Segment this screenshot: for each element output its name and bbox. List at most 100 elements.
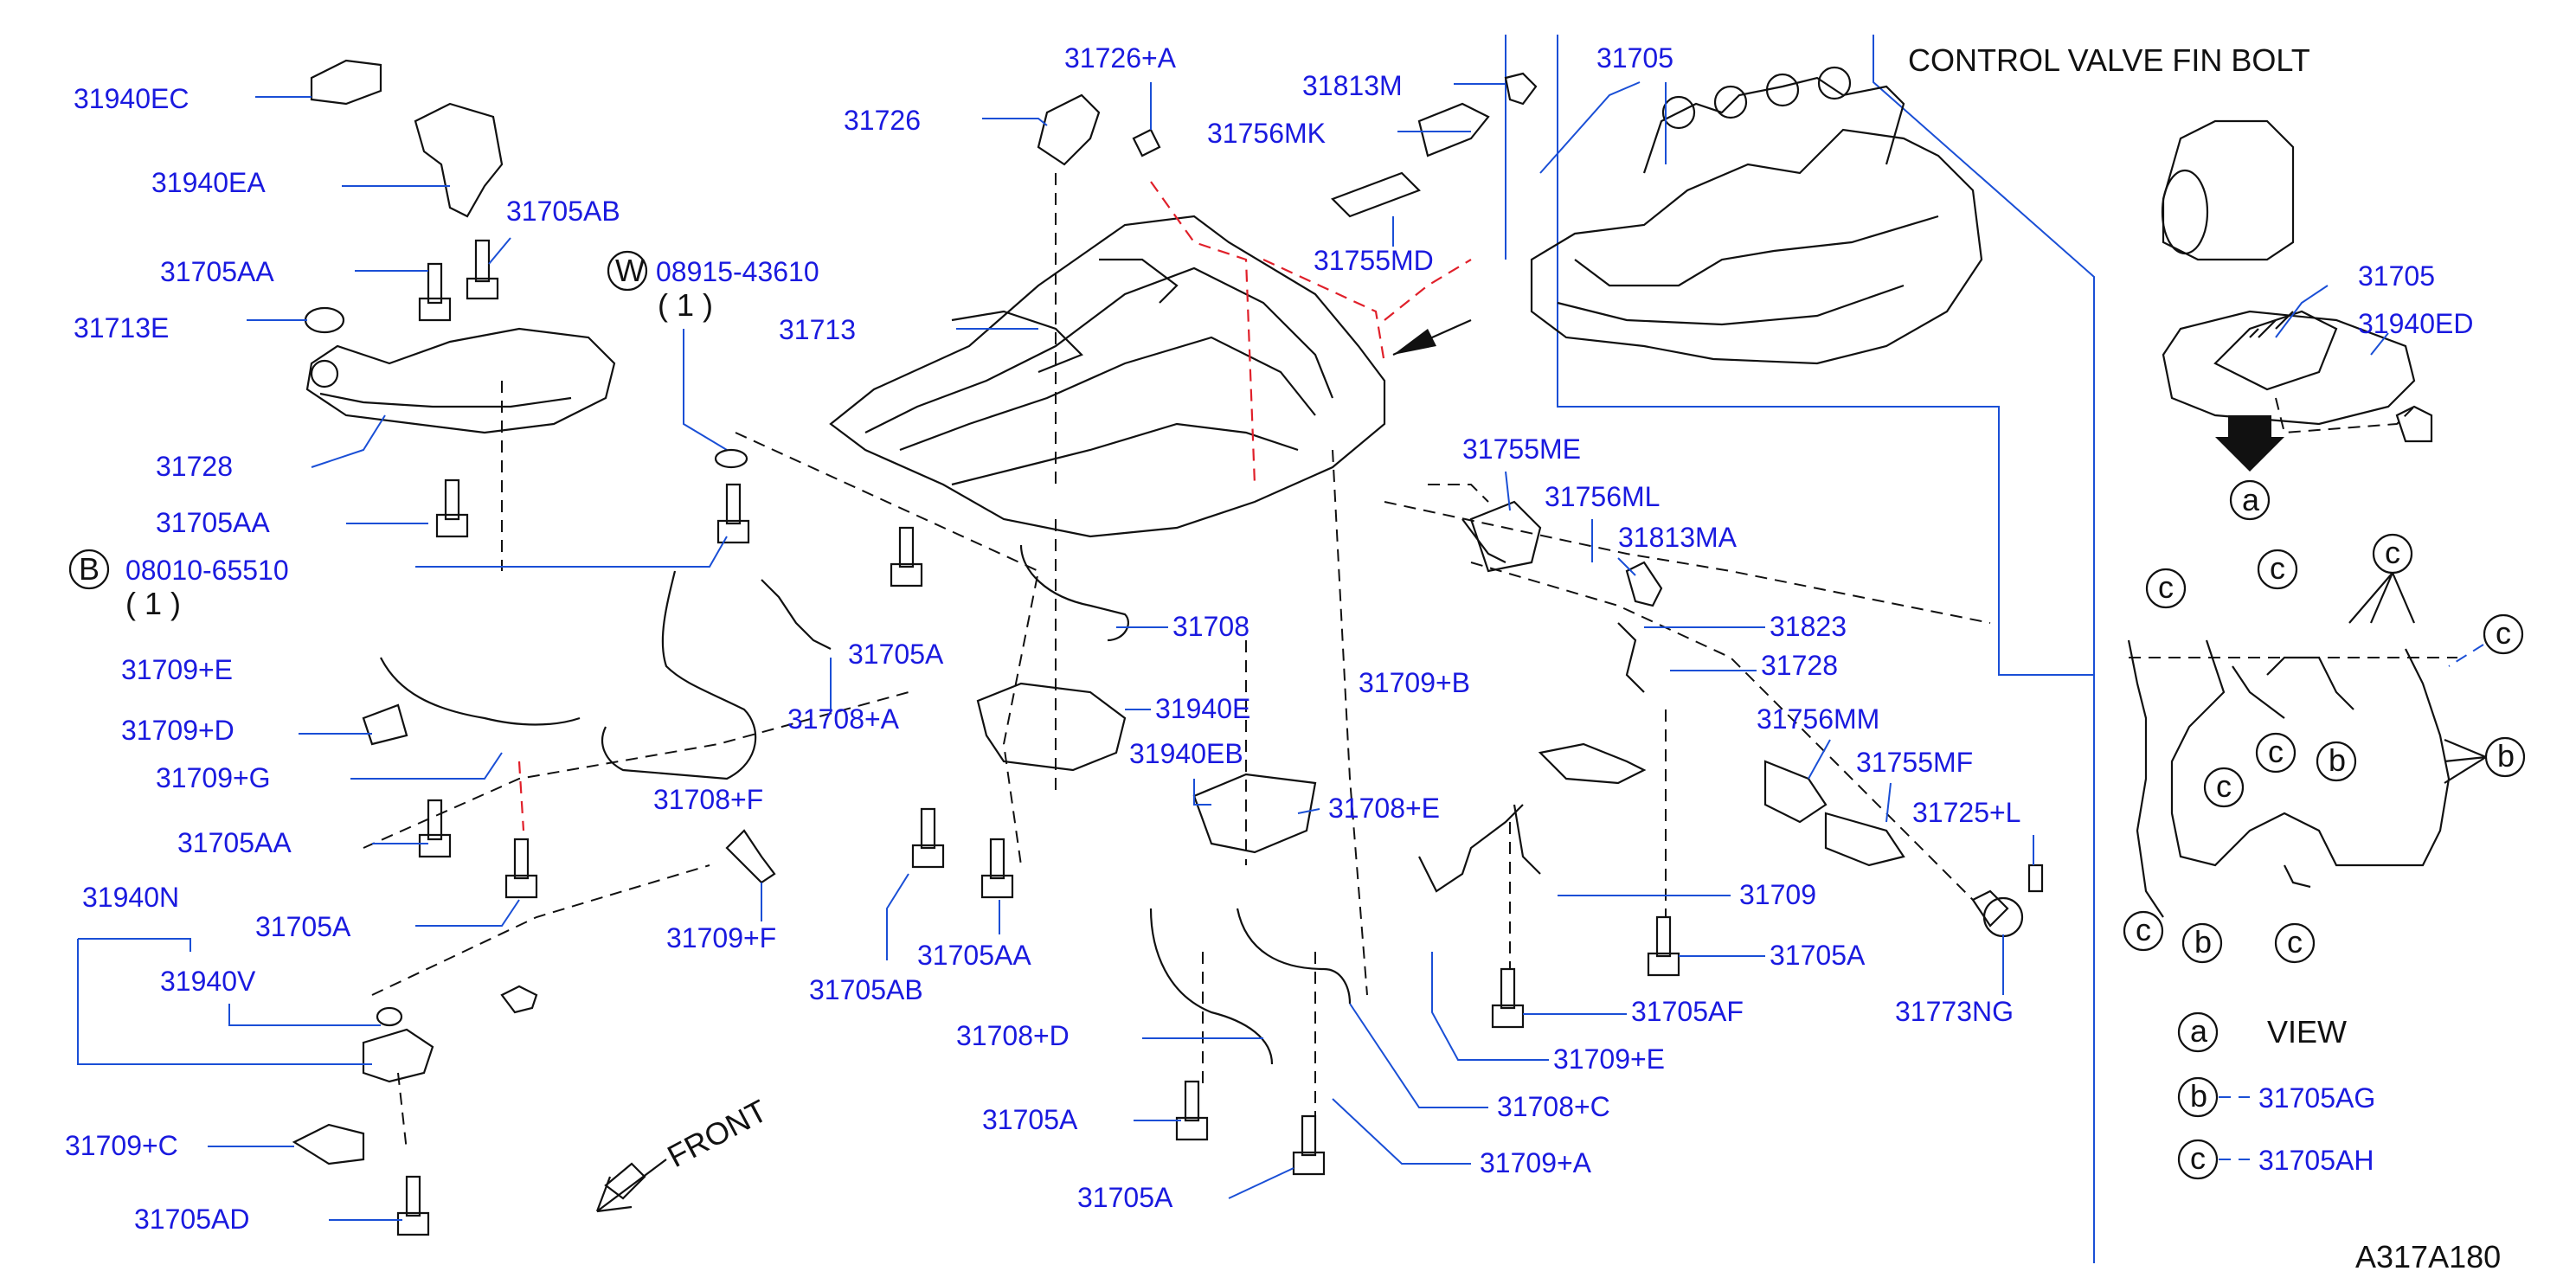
view-a-schematic xyxy=(2127,639,2457,918)
part-labels-right: 31823 31728 31756MM 31755MF 31725+L 3170… xyxy=(1431,611,2034,1075)
svg-text:31709+B: 31709+B xyxy=(1359,667,1470,698)
svg-text:31705A: 31705A xyxy=(1077,1182,1173,1213)
svg-text:31755MD: 31755MD xyxy=(1314,245,1434,276)
svg-text:31940EA: 31940EA xyxy=(151,167,266,198)
svg-text:31755MF: 31755MF xyxy=(1856,747,1973,778)
inset-dividers xyxy=(1505,35,2095,1263)
svg-text:31755ME: 31755ME xyxy=(1462,433,1581,465)
svg-text:31813M: 31813M xyxy=(1302,70,1403,101)
marker-a: a xyxy=(2229,479,2271,521)
svg-text:a: a xyxy=(2190,1013,2208,1049)
figure-code: A317A180 xyxy=(2355,1239,2501,1274)
part-label: 31705 xyxy=(1596,42,1673,74)
svg-text:B: B xyxy=(79,551,100,587)
alignment-lines xyxy=(363,173,1991,1152)
view-a-markers: c c c c c c b b c b c xyxy=(2123,533,2526,964)
svg-text:31728: 31728 xyxy=(156,451,233,482)
svg-text:31709+D: 31709+D xyxy=(121,715,234,746)
svg-text:31705AA: 31705AA xyxy=(177,827,292,858)
svg-text:31713: 31713 xyxy=(779,314,856,345)
svg-text:W: W xyxy=(615,253,645,288)
legend-view-text: VIEW xyxy=(2267,1014,2347,1050)
oil-strainer-drawing xyxy=(305,327,616,434)
svg-text:31709+E: 31709+E xyxy=(1553,1043,1665,1075)
svg-text:31705AA: 31705AA xyxy=(917,940,1031,971)
bracket-31940EA xyxy=(414,102,504,218)
svg-text:b: b xyxy=(2190,1078,2207,1114)
page-title: CONTROL VALVE FIN BOLT xyxy=(1908,42,2310,78)
control-valve-assembly-drawing xyxy=(1530,66,1983,365)
svg-text:c: c xyxy=(2268,734,2284,769)
svg-text:31713E: 31713E xyxy=(74,312,169,343)
svg-text:31705AB: 31705AB xyxy=(809,974,923,1005)
legend: a VIEW b 31705AG c 31705AH xyxy=(2177,1011,2375,1180)
svg-text:31813MA: 31813MA xyxy=(1618,522,1738,553)
svg-text:31708+C: 31708+C xyxy=(1497,1091,1610,1122)
bolts xyxy=(396,239,1680,1236)
svg-text:08915-43610: 08915-43610 xyxy=(656,256,819,287)
front-label: FRONT xyxy=(662,1093,774,1174)
red-dashed-lines xyxy=(517,181,1472,831)
svg-text:31705A: 31705A xyxy=(848,639,944,670)
brackets xyxy=(292,72,2044,1165)
svg-text:31940EC: 31940EC xyxy=(74,83,189,114)
part-labels-left: 31940EC 31940EA 31705AB 31705AA 31713E 3… xyxy=(65,83,620,1235)
svg-text:31709+E: 31709+E xyxy=(121,654,233,685)
svg-text:31756MM: 31756MM xyxy=(1757,703,1879,735)
legend-b-part: 31705AG xyxy=(2258,1082,2375,1114)
svg-text:( 1 ): ( 1 ) xyxy=(658,287,713,323)
svg-text:c: c xyxy=(2496,615,2511,651)
svg-text:31756ML: 31756ML xyxy=(1545,481,1660,512)
svg-text:c: c xyxy=(2216,768,2232,804)
svg-text:31708+D: 31708+D xyxy=(956,1020,1070,1051)
svg-text:31726+A: 31726+A xyxy=(1064,42,1177,74)
svg-text:31705AD: 31705AD xyxy=(134,1204,249,1235)
svg-text:c: c xyxy=(2287,924,2303,960)
svg-text:31705AA: 31705AA xyxy=(160,256,274,287)
front-arrow: FRONT xyxy=(595,1093,774,1213)
svg-text:b: b xyxy=(2194,924,2212,960)
svg-text:31940EB: 31940EB xyxy=(1129,738,1243,769)
transmission-drawing xyxy=(2161,119,2433,472)
svg-text:b: b xyxy=(2497,738,2515,774)
svg-text:a: a xyxy=(2242,482,2260,517)
svg-text:08010-65510: 08010-65510 xyxy=(125,555,289,586)
svg-text:31940N: 31940N xyxy=(82,882,179,913)
svg-text:31940E: 31940E xyxy=(1155,693,1250,724)
legend-c-part: 31705AH xyxy=(2258,1145,2374,1176)
svg-text:31709+A: 31709+A xyxy=(1480,1147,1592,1178)
svg-text:31728: 31728 xyxy=(1761,650,1838,681)
svg-text:31708: 31708 xyxy=(1172,611,1249,642)
svg-text:31705A: 31705A xyxy=(982,1104,1078,1135)
svg-text:31726: 31726 xyxy=(844,105,921,136)
o-ring xyxy=(304,306,345,334)
svg-text:31709+G: 31709+G xyxy=(156,762,271,793)
svg-text:31708+F: 31708+F xyxy=(653,784,763,815)
svg-text:31708+A: 31708+A xyxy=(787,703,900,735)
svg-text:31708+E: 31708+E xyxy=(1328,793,1440,824)
svg-text:31756MK: 31756MK xyxy=(1207,118,1326,149)
part-labels-bottom: 31708+D 31708+C 31705A 31709+A 31705A xyxy=(956,1003,1610,1213)
part-label: 31940ED xyxy=(2358,308,2473,339)
svg-text:c: c xyxy=(2190,1140,2206,1176)
svg-text:31705AF: 31705AF xyxy=(1631,996,1744,1027)
svg-text:( 1 ): ( 1 ) xyxy=(125,586,181,621)
svg-text:31705A: 31705A xyxy=(1770,940,1866,971)
svg-text:c: c xyxy=(2270,550,2285,586)
tubes xyxy=(380,544,1541,1065)
svg-text:c: c xyxy=(2158,569,2174,605)
gasket-31940EC xyxy=(310,59,382,106)
svg-text:31940V: 31940V xyxy=(160,966,256,997)
svg-text:31705AA: 31705AA xyxy=(156,507,270,538)
part-label: 31705 xyxy=(2358,260,2435,292)
valve-body-plate xyxy=(829,215,1386,538)
svg-text:31705AB: 31705AB xyxy=(506,196,620,227)
svg-text:c: c xyxy=(2136,912,2151,947)
callout-W: W 08915-43610 ( 1 ) xyxy=(607,250,819,469)
svg-text:31705A: 31705A xyxy=(255,911,351,942)
svg-text:c: c xyxy=(2385,535,2400,570)
callout-B: B 08010-65510 ( 1 ) xyxy=(68,536,728,621)
svg-text:31823: 31823 xyxy=(1770,611,1847,642)
svg-text:31709+F: 31709+F xyxy=(666,922,776,953)
